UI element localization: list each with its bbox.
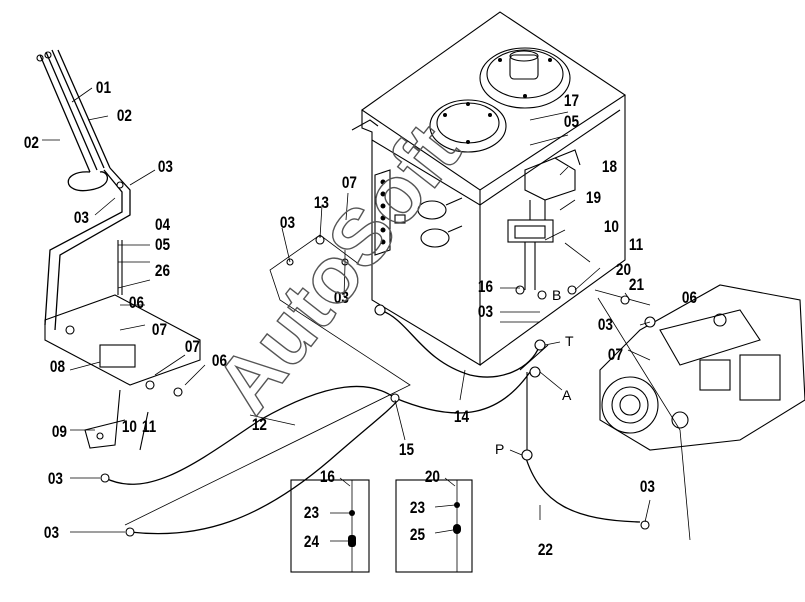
callout-03: 03 [280, 214, 295, 233]
pilot-hose-bundle [36, 49, 131, 331]
callout-02: 02 [24, 134, 39, 153]
port-p-label: P [495, 441, 504, 457]
port-t-label: T [565, 333, 574, 349]
callout-06: 06 [212, 352, 227, 371]
detail-20-item-25: 25 [410, 526, 426, 545]
port-labels: T A P B [495, 287, 574, 457]
callout-22: 22 [538, 541, 553, 560]
callout-21: 21 [629, 276, 645, 295]
callout-06: 06 [129, 294, 144, 313]
callout-14: 14 [454, 408, 470, 427]
callout-18: 18 [602, 158, 618, 177]
port-a-label: A [562, 387, 572, 403]
port-b-label: B [552, 287, 561, 303]
callout-26: 26 [155, 262, 170, 281]
left-manifold-and-bracket [44, 240, 201, 451]
callout-13: 13 [314, 194, 329, 213]
callout-11: 11 [142, 418, 157, 437]
callout-labels: 01 02 02 03 03 04 05 26 06 07 08 07 06 0… [24, 79, 697, 560]
callout-19: 19 [586, 189, 601, 208]
callout-10: 10 [122, 418, 137, 437]
callout-06: 06 [682, 289, 697, 308]
main-pump [594, 284, 805, 541]
detail-box-16: 16 23 24 [290, 468, 370, 573]
hydraulic-tank [351, 11, 626, 366]
detail-16-item-23: 23 [304, 504, 319, 523]
detail-20-header: 20 [425, 468, 440, 487]
callout-05: 05 [564, 113, 580, 132]
callout-07: 07 [608, 346, 623, 365]
callout-03: 03 [44, 524, 59, 543]
callout-03: 03 [334, 289, 349, 308]
callout-07: 07 [185, 338, 200, 357]
hydraulic-hoses [104, 234, 641, 535]
callout-17: 17 [564, 92, 579, 111]
callout-03: 03 [598, 316, 613, 335]
callout-01: 01 [96, 79, 112, 98]
detail-16-header: 16 [320, 468, 335, 487]
callout-20: 20 [616, 261, 631, 280]
detail-20-item-23: 23 [410, 499, 425, 518]
callout-03: 03 [640, 478, 655, 497]
callout-11: 11 [629, 236, 644, 255]
callout-03: 03 [74, 209, 89, 228]
callout-16: 16 [478, 278, 493, 297]
callout-15: 15 [399, 441, 415, 460]
callout-03: 03 [48, 470, 63, 489]
callout-04: 04 [155, 216, 171, 235]
callout-10: 10 [604, 218, 619, 237]
detail-box-20: 20 23 25 [395, 468, 473, 573]
callout-03: 03 [478, 303, 493, 322]
callout-07: 07 [152, 321, 167, 340]
callout-05: 05 [155, 236, 171, 255]
detail-16-item-24: 24 [304, 533, 320, 552]
callout-08: 08 [50, 358, 66, 377]
callout-03: 03 [158, 158, 173, 177]
callout-09: 09 [52, 423, 67, 442]
callout-02: 02 [117, 107, 132, 126]
leader-lines [42, 87, 651, 533]
callout-12: 12 [252, 416, 267, 435]
watermark-text: AutoSoft [198, 108, 476, 429]
callout-07: 07 [342, 174, 357, 193]
